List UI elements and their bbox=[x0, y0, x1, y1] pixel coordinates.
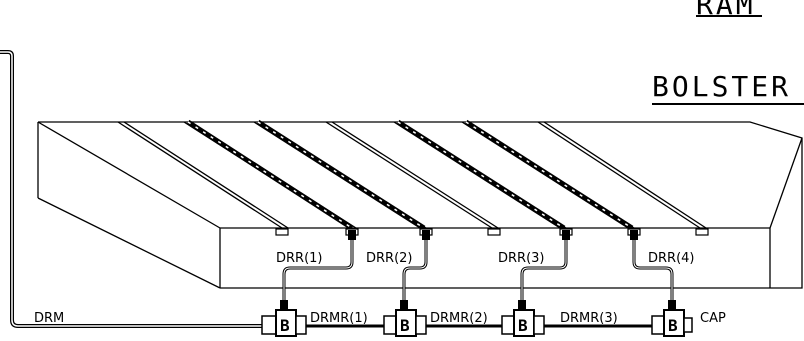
drmr-module-letter: B bbox=[518, 316, 528, 335]
cap-label: CAP bbox=[700, 311, 726, 326]
drr-1-label: DRR(1) bbox=[276, 251, 323, 266]
cap-module: B bbox=[651, 309, 693, 337]
drmr-module-letter: B bbox=[280, 316, 290, 335]
drmr-2-label: DRMR(2) bbox=[430, 311, 488, 326]
slot-connectors bbox=[275, 228, 709, 236]
ram-title: RAM bbox=[696, 0, 762, 21]
drr-3-label: DRR(3) bbox=[498, 251, 545, 266]
sensor-strips bbox=[186, 119, 634, 231]
drmr-module-3: B bbox=[501, 309, 545, 337]
bolster-title: BOLSTER bbox=[652, 70, 804, 105]
drmr-1-label: DRMR(1) bbox=[310, 311, 368, 326]
cap-module-letter: B bbox=[668, 316, 678, 335]
drmr-module-1: B bbox=[261, 309, 307, 337]
drmr-3-label: DRMR(3) bbox=[560, 311, 618, 326]
drr-2-label: DRR(2) bbox=[366, 251, 413, 266]
drmr-module-2: B bbox=[383, 309, 427, 337]
ram-label: RAM bbox=[696, 0, 756, 21]
drmr-module-letter: B bbox=[400, 316, 410, 335]
drr-4-label: DRR(4) bbox=[648, 251, 695, 266]
drr-cables bbox=[282, 235, 674, 310]
cable-plugs bbox=[280, 230, 676, 310]
bolster-label: BOLSTER bbox=[652, 70, 791, 103]
drm-label: DRM bbox=[34, 311, 64, 326]
drr-cable-highlights bbox=[283, 235, 673, 310]
